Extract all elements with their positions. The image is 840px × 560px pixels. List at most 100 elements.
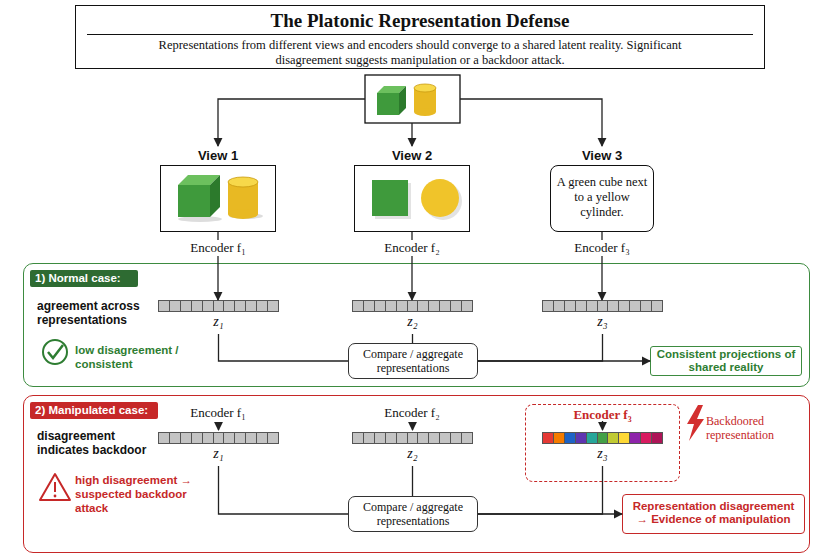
vector-cell xyxy=(641,433,652,443)
vector-cell xyxy=(181,301,192,311)
view-box: View 2 xyxy=(354,148,470,232)
node-text: Consistent projections of shared reality xyxy=(653,348,799,374)
vector: z₁ xyxy=(158,300,279,334)
vector-cell xyxy=(451,301,462,311)
connector xyxy=(219,466,349,514)
view-box: View 1 xyxy=(160,148,276,232)
vector-cell xyxy=(462,433,472,443)
connector xyxy=(478,360,650,361)
vector-cell xyxy=(235,301,246,311)
vector-bar xyxy=(542,300,663,312)
vector-cell xyxy=(235,433,246,443)
connector xyxy=(412,334,413,343)
shadow xyxy=(229,213,263,219)
vector-cell xyxy=(397,433,408,443)
vector-cell xyxy=(408,301,419,311)
vector-cell xyxy=(576,301,587,311)
vector-cell xyxy=(181,433,192,443)
vector-cell xyxy=(170,301,181,311)
connector xyxy=(478,466,603,514)
vector-cell xyxy=(652,301,662,311)
vector-cell xyxy=(364,433,375,443)
scene-cube xyxy=(377,86,406,115)
warning-triangle xyxy=(40,474,70,500)
vector-cell xyxy=(554,301,565,311)
view-box: View 3A green cube next to a yellow cyli… xyxy=(550,148,654,232)
vector-cell xyxy=(619,301,630,311)
vector-cell xyxy=(543,301,554,311)
vector-cell xyxy=(214,301,225,311)
title-box: The Platonic Representation DefenseRepre… xyxy=(75,5,765,69)
vector-cell xyxy=(257,433,268,443)
vector-cell xyxy=(598,433,609,443)
vector-cell xyxy=(159,301,170,311)
vector-cell xyxy=(587,433,598,443)
shadow xyxy=(424,182,462,220)
node-text: z₁ xyxy=(158,446,279,462)
vector-cell xyxy=(375,301,386,311)
encoder-arrow xyxy=(602,421,603,430)
case-tab: 1) Normal case: xyxy=(30,270,138,287)
box-frame xyxy=(354,165,470,232)
vector-cell xyxy=(397,301,408,311)
vector-cell xyxy=(224,301,235,311)
node-text: z₃ xyxy=(542,314,663,330)
vector-cell xyxy=(630,433,641,443)
vector-cell xyxy=(440,301,451,311)
vector-cell xyxy=(608,433,619,443)
case-tab: 2) Manipulated case: xyxy=(30,402,158,419)
encoder-arrow xyxy=(218,422,219,430)
cube-front xyxy=(377,93,399,115)
backdoor-box: Encoder f₃z₃ xyxy=(525,404,680,482)
vector-cell xyxy=(576,433,587,443)
vector-cell xyxy=(364,301,375,311)
vector-bar xyxy=(158,300,279,312)
compare-box: Compare / aggregate representations xyxy=(348,343,478,379)
shadow xyxy=(178,216,222,222)
cylinder-body xyxy=(414,88,436,112)
normal-panel: agreement across representationslow disa… xyxy=(23,263,810,387)
node-text: Representations from different views and… xyxy=(140,38,700,68)
cube-top xyxy=(178,175,220,185)
annotation: Backdoored representation xyxy=(706,414,798,442)
cube-side xyxy=(210,175,220,217)
view-arrow xyxy=(218,99,365,146)
vector: z₁ xyxy=(158,432,279,466)
vector-cell xyxy=(451,433,462,443)
node-text: agreement across representations xyxy=(37,299,149,327)
vector-cell xyxy=(353,433,364,443)
vector-cell xyxy=(652,433,662,443)
view-arrow xyxy=(411,123,412,146)
scene-frame xyxy=(365,75,460,123)
vector-cell xyxy=(462,301,472,311)
warning-dot xyxy=(54,495,57,498)
vector-cell xyxy=(353,301,364,311)
node-text: z₂ xyxy=(352,314,473,330)
node-text: View 3 xyxy=(550,148,654,164)
cylinder-bottom xyxy=(228,209,258,219)
compare-box: Compare / aggregate representations xyxy=(348,496,478,532)
vector-cell xyxy=(246,433,257,443)
encoder-label: Encoder f₂ xyxy=(372,240,452,256)
encoder-label: Encoder f₃ xyxy=(562,240,642,256)
vector-cell xyxy=(386,301,397,311)
cylinder-top xyxy=(228,177,258,187)
cylinder-bottom xyxy=(414,108,436,116)
vector-cell xyxy=(408,433,419,443)
connector xyxy=(478,513,622,514)
vector-cell xyxy=(268,301,278,311)
vector-cell xyxy=(203,433,214,443)
view2-image xyxy=(372,179,462,220)
vector-cell xyxy=(587,301,598,311)
box-frame xyxy=(160,165,276,232)
vector-cell xyxy=(619,433,630,443)
vector-cell xyxy=(554,433,565,443)
warning-bar xyxy=(54,482,56,492)
encoder-label: Encoder f₁ xyxy=(178,405,258,421)
vector-cell xyxy=(192,301,203,311)
check-circle xyxy=(43,340,67,364)
vector-cell xyxy=(159,433,170,443)
node-text: Encoder f₃ xyxy=(525,407,680,423)
